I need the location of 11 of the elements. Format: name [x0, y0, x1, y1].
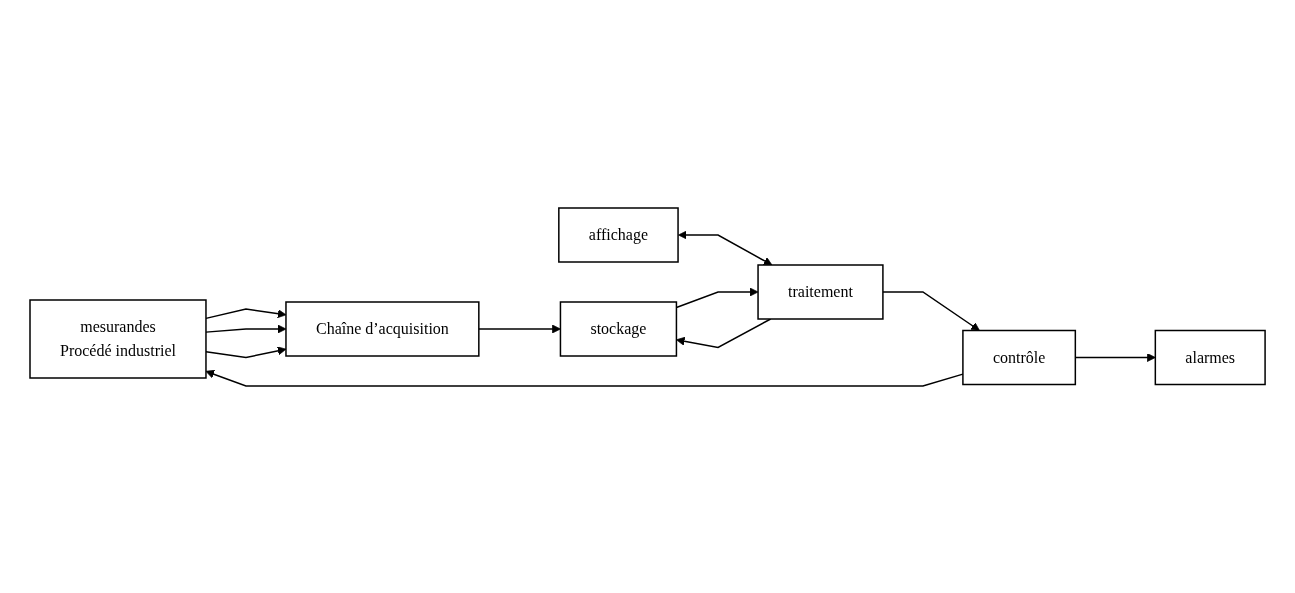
arrow — [882, 290, 980, 331]
node-box: stockage — [559, 300, 678, 357]
node-box: Chaîne d’acquisition — [285, 300, 480, 357]
node-box: contrôle — [962, 329, 1077, 385]
node-box: affichage — [558, 206, 679, 263]
node-box: alarmes — [1154, 329, 1266, 385]
arrow — [478, 324, 561, 333]
node-box: mesurandes Procédé industriel — [29, 298, 207, 379]
arrow — [678, 230, 773, 265]
node-box: traitement — [757, 263, 884, 320]
arrow — [676, 317, 772, 348]
